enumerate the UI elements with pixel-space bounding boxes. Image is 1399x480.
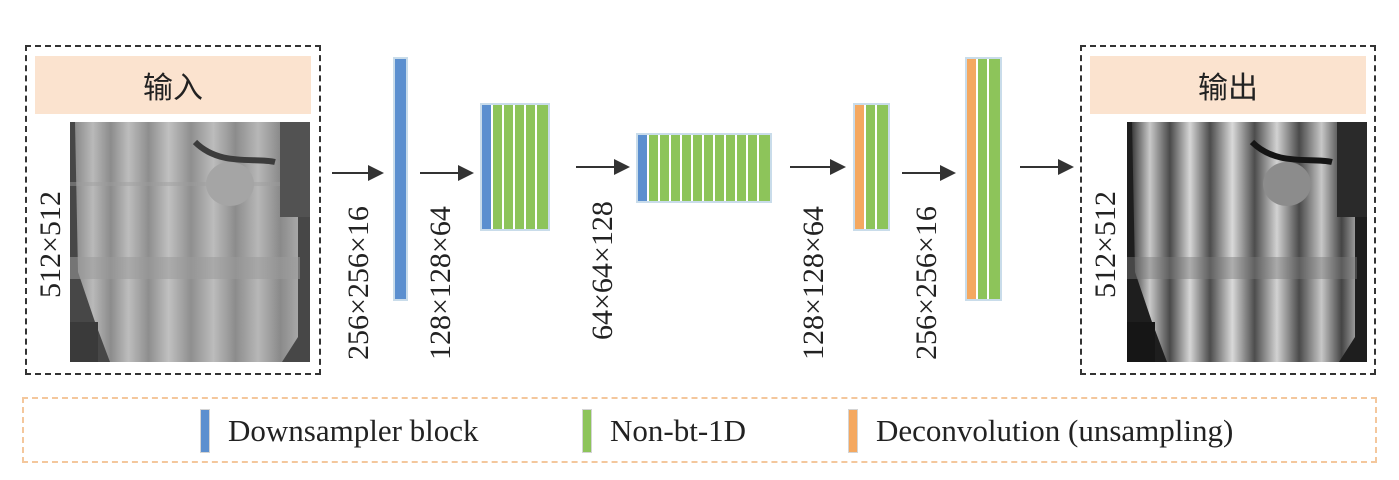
stage1-blocks (393, 57, 408, 301)
block-deconvolution (855, 105, 866, 229)
input-panel (25, 45, 321, 375)
output-image (1127, 122, 1367, 362)
block-non-bt-1d (493, 105, 504, 229)
block-non-bt-1d (537, 105, 548, 229)
stage4-dims-label: 128×128×64 (797, 206, 830, 360)
input-size-label: 512×512 (34, 191, 67, 298)
block-downsampler (638, 135, 649, 201)
arrow-stage4-to-stage5 (902, 165, 956, 181)
arrow-input-to-stage1 (332, 165, 384, 181)
output-title: 输出 (1090, 56, 1366, 114)
block-non-bt-1d (660, 135, 671, 201)
stage5-blocks (965, 57, 1002, 301)
legend-swatch-non-bt-1d (582, 409, 592, 453)
arrow-stage3-to-stage4 (790, 159, 846, 175)
stage2-dims-label: 128×128×64 (424, 206, 457, 360)
stage5-dims-label: 256×256×16 (910, 206, 943, 360)
stage2-blocks (480, 103, 550, 231)
block-non-bt-1d (704, 135, 715, 201)
arrow-stage2-to-stage3 (576, 159, 630, 175)
stage3-blocks (636, 133, 772, 203)
block-deconvolution (967, 59, 978, 299)
block-non-bt-1d (515, 105, 526, 229)
stage3-dims-label: 64×64×128 (586, 201, 619, 340)
input-title: 输入 (35, 56, 311, 114)
legend: Downsampler block Non-bt-1D Deconvolutio… (22, 397, 1377, 463)
block-non-bt-1d (526, 105, 537, 229)
block-non-bt-1d (671, 135, 682, 201)
legend-swatch-deconvolution (848, 409, 858, 453)
legend-swatch-downsampler (200, 409, 210, 453)
stage4-blocks (853, 103, 890, 231)
block-downsampler (395, 59, 406, 299)
block-non-bt-1d (877, 105, 888, 229)
legend-item-non-bt-1d: Non-bt-1D (582, 409, 746, 453)
block-non-bt-1d (978, 59, 989, 299)
block-non-bt-1d (989, 59, 1000, 299)
block-non-bt-1d (748, 135, 759, 201)
input-image (70, 122, 310, 362)
legend-label-non-bt-1d: Non-bt-1D (610, 413, 747, 448)
block-non-bt-1d (504, 105, 515, 229)
arrow-stage1-to-stage2 (420, 165, 474, 181)
block-non-bt-1d (737, 135, 748, 201)
legend-item-downsampler: Downsampler block (200, 409, 479, 453)
block-non-bt-1d (866, 105, 877, 229)
output-panel (1080, 45, 1376, 375)
block-non-bt-1d (682, 135, 693, 201)
output-size-label: 512×512 (1089, 191, 1122, 298)
legend-item-deconvolution: Deconvolution (unsampling) (848, 409, 1233, 453)
arrow-stage5-to-output (1020, 159, 1074, 175)
stage1-dims-label: 256×256×16 (342, 206, 375, 360)
legend-label-downsampler: Downsampler block (228, 413, 479, 448)
block-non-bt-1d (726, 135, 737, 201)
block-non-bt-1d (649, 135, 660, 201)
block-non-bt-1d (715, 135, 726, 201)
legend-label-deconvolution: Deconvolution (unsampling) (876, 413, 1234, 448)
block-non-bt-1d (693, 135, 704, 201)
block-downsampler (482, 105, 493, 229)
block-non-bt-1d (759, 135, 770, 201)
